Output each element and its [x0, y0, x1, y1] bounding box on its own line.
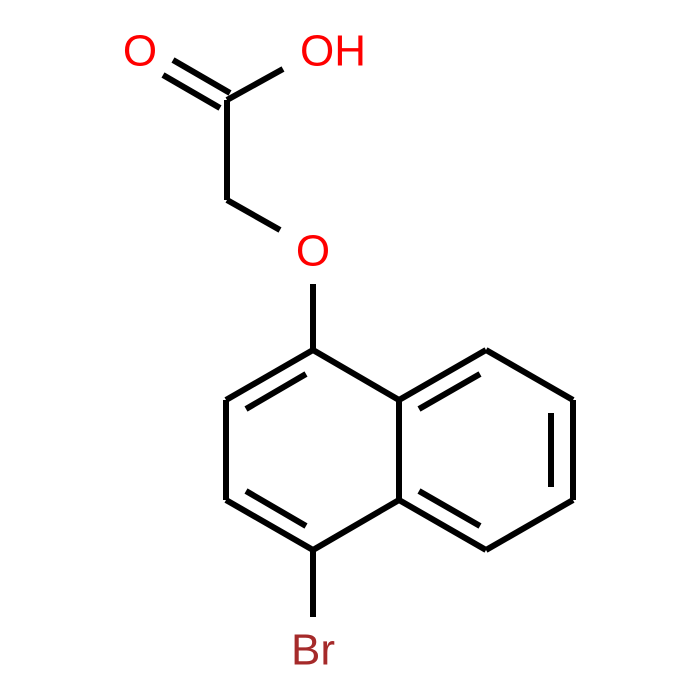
naphthalene-ring-right: [397, 347, 576, 553]
bond-c5-c4a: [397, 497, 488, 553]
bond-c8a-c8: [397, 347, 488, 403]
bond-c-o-double-a: [171, 57, 232, 96]
bond-c1-c2-inner: [244, 371, 308, 412]
bond-c6-c5: [484, 497, 575, 553]
hydroxyl-label: OH: [300, 27, 366, 76]
naphthalene-ring-left: [223, 347, 402, 553]
bond-c8-c7: [484, 347, 575, 403]
bond-c1-c2: [224, 347, 315, 403]
bond-c4-c4a: [311, 497, 401, 553]
ether-oxygen-label: O: [296, 227, 330, 276]
bond-ch2-o: [225, 197, 282, 233]
bond-c3-c4: [224, 497, 315, 553]
bond-c-oh: [225, 66, 285, 103]
bond-c5-c4a-inner: [417, 488, 482, 529]
bond-c8a-c1: [311, 347, 401, 403]
carboxyl-group: [161, 57, 285, 200]
carbonyl-oxygen-label: O: [123, 27, 157, 76]
bond-c3-c4-inner: [244, 488, 308, 529]
bond-c8a-c8-inner: [417, 371, 482, 412]
ether-linkage: [225, 197, 316, 350]
bond-c-o-double-b: [161, 72, 222, 111]
bromine-label: Br: [291, 626, 335, 675]
